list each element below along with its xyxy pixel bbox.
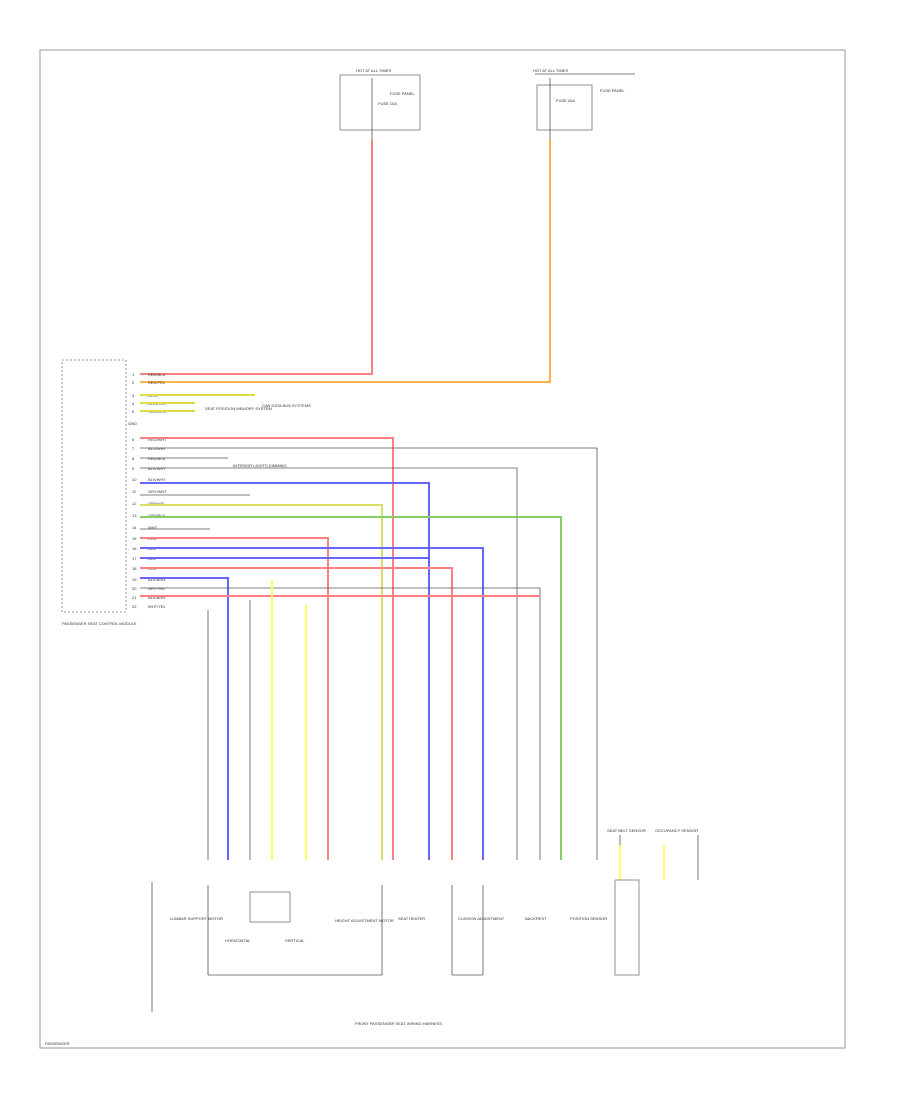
pin-9: 9 <box>132 466 135 471</box>
pin-7-wire: BLU/WHT <box>148 446 167 451</box>
lumbar-motor-label: LUMBAR SUPPORT MOTOR <box>170 916 223 921</box>
fuse-right-title: HOT AT ALL TIMES <box>533 68 568 73</box>
harness-label: FRONT PASSENGER SEAT WIRING HARNESS <box>355 1021 442 1026</box>
pin-13-wire: GRN/BLK <box>148 513 166 518</box>
vertical-label: VERTICAL <box>285 938 305 943</box>
fuse-left-title: HOT AT ALL TIMES <box>356 68 391 73</box>
pin-21-wire: BLK/BRN <box>148 595 165 600</box>
seat-heater-label: SEAT HEATER <box>398 916 425 921</box>
pin-8: 8 <box>132 456 135 461</box>
fuse-block-left: HOT AT ALL TIMES FUSE 10A FUSE PANEL <box>339 68 421 140</box>
module-title: PASSENGER SEAT CONTROL MODULE <box>62 621 137 626</box>
horizontal-label: HORIZONTAL <box>225 938 251 943</box>
feed-wire-red <box>140 140 373 375</box>
feed-wire-orange <box>140 140 551 383</box>
pin-19-wire: BLK/BRN <box>148 577 165 582</box>
pin-10: 10 <box>132 477 137 482</box>
pin-3: 3 <box>132 393 135 398</box>
pin-12: 12 <box>132 501 137 506</box>
occupancy-label: OCCUPANCY SENSOR <box>655 828 698 833</box>
cushion-label: CUSHION ADJUSTMENT <box>458 916 505 921</box>
can-bus-note: CAN DATA BUS SYSTEMS <box>262 403 311 408</box>
pin-6-wire: RED/WHT <box>148 437 167 442</box>
pin-7: 7 <box>132 446 135 451</box>
pin-19: 19 <box>132 577 137 582</box>
backrest-label: BACKREST <box>525 916 547 921</box>
fuse-right-panel: FUSE PANEL <box>600 88 625 93</box>
harness-wires: INTERIOR LIGHTS DIMMING <box>140 437 699 880</box>
pin-17: 17 <box>132 556 137 561</box>
pin-21: 21 <box>132 595 137 600</box>
seat-control-module: PASSENGER SEAT CONTROL MODULE <box>61 359 137 626</box>
pin-11-wire: GRY/WHT <box>148 489 167 494</box>
pin-11: 11 <box>132 489 137 494</box>
pin-22-wire: WHT/YEL <box>148 604 167 609</box>
height-motor-label: HEIGHT ADJUSTMENT MOTOR <box>335 918 394 923</box>
pin-22: 22 <box>132 604 137 609</box>
pin-4: 4 <box>132 401 135 406</box>
footer-label: PASSENGER <box>45 1041 70 1046</box>
seat-components: LUMBAR SUPPORT MOTOR HORIZONTAL VERTICAL… <box>151 828 698 1012</box>
pin-1-wire: RED/BLU <box>148 372 165 377</box>
pin-10-wire: BLK/WHT <box>148 477 166 482</box>
pin-18: 18 <box>132 566 137 571</box>
pin-13: 13 <box>132 513 137 518</box>
position-sensor-label: POSITION SENSOR <box>570 916 607 921</box>
pin-12-wire: GRN/YEL <box>148 501 166 506</box>
pin-2: 2 <box>132 380 135 385</box>
pin-1: 1 <box>132 372 135 377</box>
pin-14-wire: WHT <box>148 525 158 530</box>
ground-note: GND <box>128 421 137 426</box>
belt-sensor-label: SEAT BELT SENSOR <box>607 828 646 833</box>
pin-20: 20 <box>132 586 137 591</box>
fuse-right-rating: FUSE 20A <box>556 98 575 103</box>
pin-8-wire: RED/BLU <box>148 456 165 461</box>
fuse-left-rating: FUSE 10A <box>378 101 397 106</box>
module-pin-labels: 1 RED/BLU 2 RED/YEL 3 GRN 4 GRN/YEL 5 YE… <box>132 372 167 609</box>
memory-note: SEAT POSITION MEMORY SYSTEM <box>205 406 272 411</box>
pin-9-wire: BLK/WHT <box>148 466 166 471</box>
diagram-frame <box>39 49 846 1049</box>
pin-14: 14 <box>132 525 137 530</box>
fuse-block-right: HOT AT ALL TIMES FUSE 20A FUSE PANEL <box>533 68 635 140</box>
dimming-note: INTERIOR LIGHTS DIMMING <box>233 463 287 468</box>
pin-5: 5 <box>132 409 135 414</box>
pin-15: 15 <box>132 536 137 541</box>
pin-2-wire: RED/YEL <box>148 380 166 385</box>
pin-16: 16 <box>132 546 137 551</box>
fuse-left-panel: FUSE PANEL <box>390 91 415 96</box>
can-bus-connections: CAN DATA BUS SYSTEMS SEAT POSITION MEMOR… <box>128 394 311 426</box>
pin-6: 6 <box>132 437 135 442</box>
pin-20-wire: GRY/YEL <box>148 586 166 591</box>
